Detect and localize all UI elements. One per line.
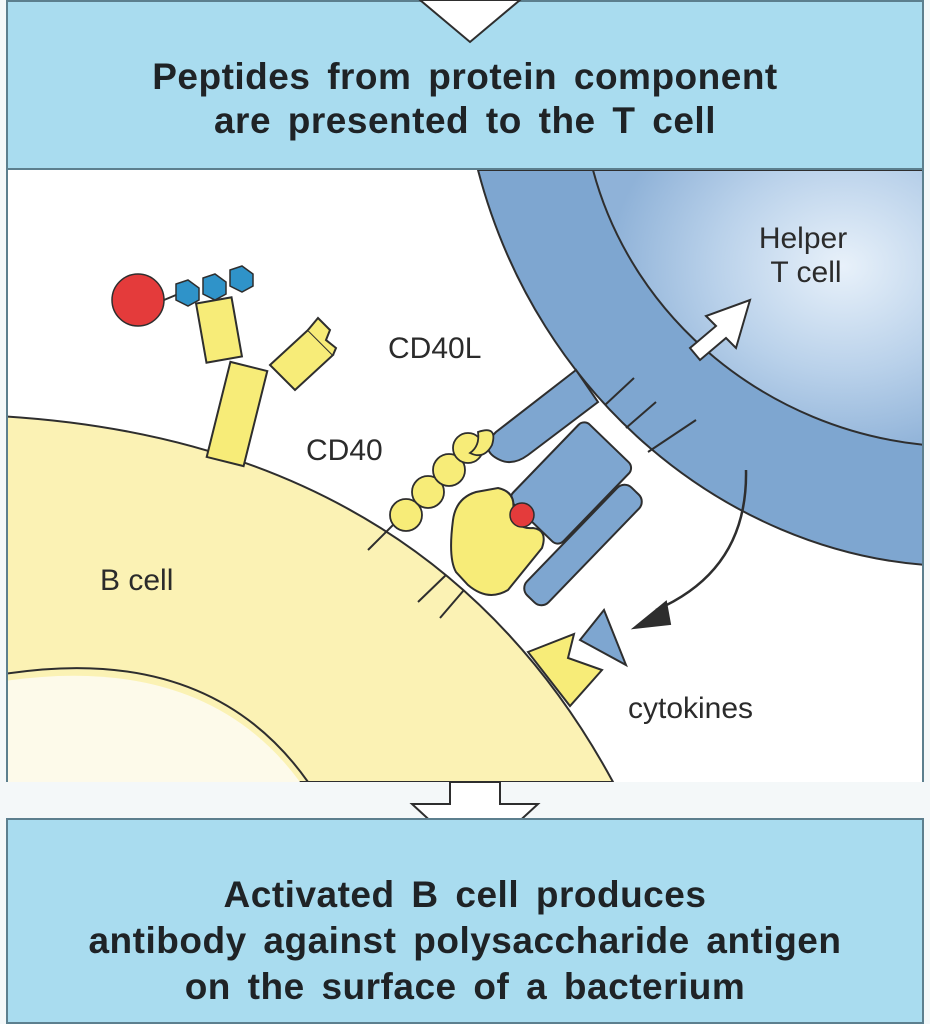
b-cell: [8, 415, 615, 782]
cytokines-label: cytokines: [628, 692, 753, 725]
top-flow-arrow-icon: [418, 0, 522, 44]
cd40-receptor: [367, 429, 495, 551]
footer-line-2: antibody against polysaccharide antigen: [88, 920, 842, 961]
tcr-mhc-complex: [417, 377, 697, 619]
helper-t-cell-label-1: Helper: [759, 222, 847, 255]
footer-banner: Activated B cell produces antibody again…: [6, 818, 924, 1024]
helper-t-cell-label-2: T cell: [770, 256, 841, 289]
cd40l-label: CD40L: [388, 332, 481, 365]
footer-line-3: on the surface of a bacterium: [184, 966, 746, 1007]
diagram-panel: Helper T cell CD40L CD40 B cell cytokine…: [6, 170, 924, 782]
cytokine-signal: [526, 469, 748, 708]
footer-line-1: Activated B cell produces: [223, 874, 707, 915]
helper-t-cell: [476, 170, 922, 566]
header-line-2: are presented to the T cell: [213, 100, 716, 141]
helper-arrow-icon: [688, 298, 752, 362]
b-cell-label: B cell: [100, 564, 173, 597]
cd40-label: CD40: [306, 434, 383, 467]
cell-interaction-illustration: Helper T cell CD40L CD40 B cell cytokine…: [8, 170, 922, 782]
b-cell-receptor: [194, 296, 338, 468]
polysaccharide-antigen: [111, 265, 254, 327]
header-line-1: Peptides from protein component: [152, 56, 778, 97]
